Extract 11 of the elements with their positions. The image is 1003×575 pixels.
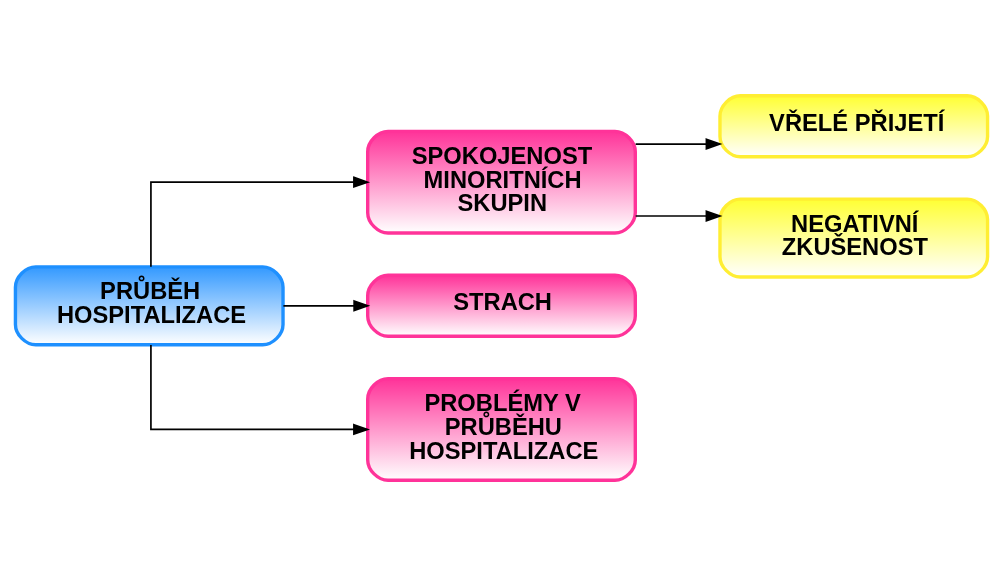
node-box: STRACH — [366, 273, 637, 338]
arrow — [634, 209, 723, 222]
arrow — [150, 175, 371, 267]
node-box: PROBLÉMY V PRŮBĚHU HOSPITALIZACE — [366, 376, 637, 482]
arrow — [282, 299, 371, 312]
node-box: SPOKOJENOST MINORITNÍCH SKUPIN — [366, 129, 637, 235]
arrow — [634, 137, 723, 150]
arrow — [150, 343, 371, 435]
node-box: VŘELÉ PŘIJETÍ — [718, 93, 990, 158]
node-box: NEGATIVNÍ ZKUŠENOST — [718, 196, 990, 279]
node-box: PRŮBĚH HOSPITALIZACE — [13, 264, 285, 346]
